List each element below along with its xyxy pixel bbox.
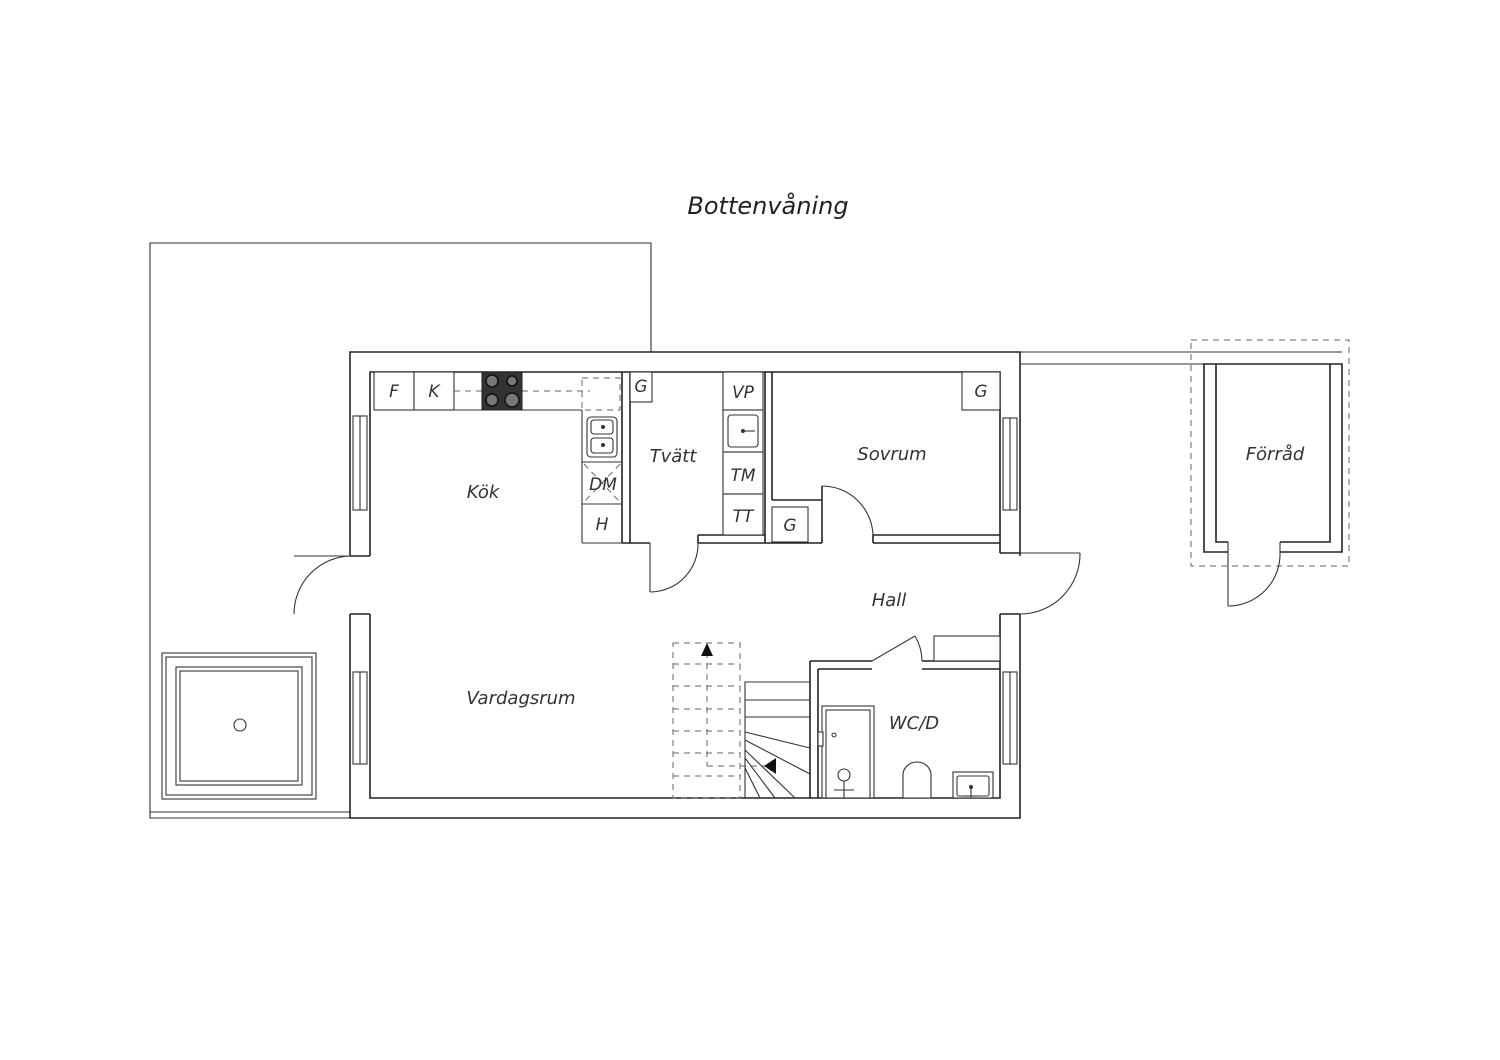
room-label-kok: Kök [467, 482, 501, 503]
terrace-door [293, 555, 351, 615]
fixture-label-freezer: K [428, 382, 441, 402]
room-label-tvatt: Tvätt [650, 446, 698, 467]
exterior-walls [349, 351, 1021, 819]
dishwasher-cross [583, 463, 621, 503]
bedroom-fixtures [771, 371, 1001, 543]
hot-tub [161, 652, 317, 800]
room-label-wc: WC/D [889, 713, 939, 734]
storage-building [1190, 339, 1350, 607]
fixture-label-fridge: F [389, 382, 399, 402]
fixture-label-g-hall: G [783, 516, 796, 536]
fixture-label-cabinet: H [596, 515, 609, 535]
kitchen-counter [373, 371, 622, 544]
fixture-label-g-laundry: G [634, 377, 647, 397]
room-label-forrad: Förråd [1246, 444, 1305, 465]
interior-walls [621, 372, 1001, 798]
terrace-outline [149, 242, 652, 819]
stove-cooktop [481, 371, 523, 411]
laundry-fixtures [629, 371, 764, 536]
room-label-hall: Hall [872, 590, 907, 611]
toilet [902, 761, 932, 799]
garden-wall [1020, 351, 1342, 365]
room-label-vardagsrum: Vardagsrum [466, 688, 575, 709]
fixture-label-dishwasher: DM [589, 475, 617, 495]
staircase [672, 642, 811, 799]
wc-door [871, 635, 923, 662]
washbasin [952, 771, 994, 799]
entrance-door [1019, 552, 1081, 615]
laundry-door [649, 542, 699, 593]
fixture-label-vp: VP [732, 383, 755, 403]
bedroom-door [821, 485, 874, 536]
plan-title: Bottenvåning [687, 191, 848, 220]
kitchen-sink [586, 416, 618, 458]
shower-cabin [817, 705, 875, 799]
fixture-label-tt: TT [733, 507, 755, 527]
fixture-label-g-bedroom: G [974, 382, 987, 402]
room-label-sovrum: Sovrum [857, 444, 926, 465]
fixture-label-tm: TM [730, 466, 755, 486]
windows [352, 415, 1018, 765]
